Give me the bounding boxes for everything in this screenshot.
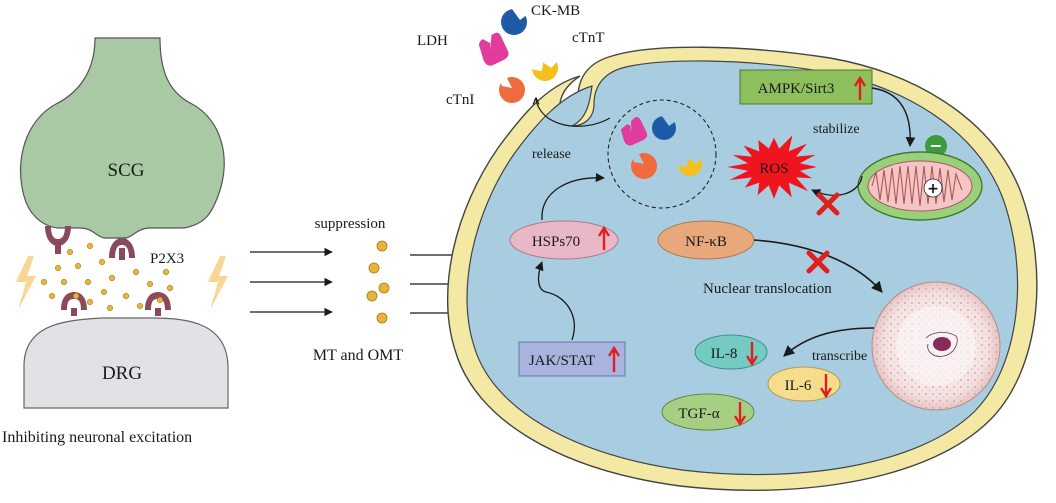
vesicle-dot: [100, 288, 108, 296]
drug-label: MT and OMT: [313, 347, 404, 364]
vesicle-dot: [156, 296, 164, 304]
ampk-sirt3-label: AMPK/Sirt3: [758, 81, 835, 97]
jakstat-box: JAK/STAT: [518, 341, 626, 377]
vesicle-dot: [146, 280, 154, 288]
nucleolus: [933, 337, 951, 351]
hsps70-node: HSPs70: [509, 220, 619, 260]
vesicle-dot: [54, 264, 62, 272]
vesicle-dot: [66, 248, 74, 256]
vesicle-dot: [74, 262, 82, 270]
mitochondrion: +: [857, 151, 983, 221]
ampk-sirt3-box: AMPK/Sirt3: [739, 69, 873, 105]
il8-node: IL-8: [694, 334, 768, 370]
svg-text:+: +: [927, 181, 939, 197]
ctni-enzyme-icon: [498, 76, 525, 103]
inhibit-minus-icon: −: [925, 135, 947, 157]
synaptic-vesicles: [40, 242, 174, 312]
vesicle-dot: [162, 268, 170, 276]
p2x3-receptor-upper-left: [45, 226, 71, 254]
block-x-icon-ros: [816, 192, 840, 216]
suppression-label: suppression: [315, 216, 386, 232]
p2x3-receptor-lower-left: [61, 292, 87, 316]
ldh-label: LDH: [417, 33, 448, 49]
middle-panel: suppression MT and OMT: [250, 216, 493, 364]
il6-down-arrow-icon: [819, 374, 833, 399]
drug-particles: [366, 240, 390, 324]
ldh-enzyme-icon: [479, 32, 509, 66]
hsps70-up-arrow-icon: [597, 225, 611, 250]
ckmb-label: CK-MB: [531, 3, 580, 19]
il6-label: IL-6: [785, 378, 812, 394]
drg-label: DRG: [102, 363, 142, 384]
p2x3-receptor-upper-right: [109, 238, 135, 260]
hsps70-label: HSPs70: [532, 234, 580, 250]
svg-text:−: −: [929, 136, 942, 155]
ros-burst: ROS: [727, 135, 817, 199]
mito-plus-icon: +: [923, 178, 943, 198]
nfkb-node: NF-κB: [657, 220, 755, 260]
nfkb-label: NF-κB: [685, 234, 727, 250]
transcribe-arrow: [783, 327, 875, 357]
ampk-up-arrow-icon: [853, 75, 867, 100]
p2x3-receptor-lower-right: [145, 292, 171, 316]
vesicle-dot: [106, 304, 114, 312]
marker-vesicle: [607, 99, 717, 209]
tgfa-down-arrow-icon: [733, 402, 747, 427]
nfkb-to-nucleus-arrow: [753, 239, 883, 293]
vesicle-dot: [122, 292, 130, 300]
ctni-label: cTnI: [446, 92, 474, 108]
synapse-panel: SCG DRG P2X3 Inhibiting neuronal excitat…: [2, 37, 229, 446]
stabilize-arrow: [871, 87, 916, 147]
il6-node: IL-6: [767, 366, 841, 402]
vesicle-dot: [166, 284, 174, 292]
vesicle-dot: [98, 258, 106, 266]
ctnt-label: cTnT: [572, 30, 604, 46]
vesicle-dot: [48, 292, 56, 300]
vesicle-dot: [132, 268, 140, 276]
released-markers: LDH CK-MB cTnT cTnI: [417, 3, 604, 108]
cardiomyocyte-cell: LDH CK-MB cTnT cTnI release: [417, 3, 1038, 491]
nucleus: [871, 281, 1001, 411]
vesicle-dot: [108, 274, 116, 282]
release-label: release: [532, 147, 571, 162]
vesicle-markers: [620, 116, 702, 179]
lightning-bolt-right-icon: [208, 256, 228, 310]
scg-label: SCG: [108, 160, 145, 181]
block-x-icon-nfkb: [806, 250, 830, 274]
il8-down-arrow-icon: [745, 342, 759, 367]
transcribe-label: transcribe: [812, 349, 867, 364]
p2x3-label: P2X3: [150, 251, 184, 267]
ctnt-enzyme-icon: [527, 50, 558, 81]
vesicle-dot: [72, 292, 80, 300]
vesicle-dot: [136, 302, 144, 310]
vesicle-dot: [86, 242, 94, 250]
jakstat-to-hsps70-arrow: [534, 261, 575, 341]
vesicle-dot: [40, 278, 48, 286]
vesicle-dot: [84, 278, 92, 286]
jakstat-up-arrow-icon: [607, 345, 621, 372]
lightning-bolt-left-icon: [16, 256, 36, 310]
drg-neuron: [23, 317, 229, 409]
nuclear-translocation-label: Nuclear translocation: [703, 281, 832, 297]
vesicle-dot: [86, 298, 94, 306]
release-arrow: [536, 98, 611, 127]
synapse-caption: Inhibiting neuronal excitation: [2, 429, 192, 446]
tgfa-label: TGF-α: [678, 406, 719, 422]
stabilize-label: stabilize: [813, 122, 860, 137]
il8-label: IL-8: [711, 346, 738, 362]
vesicle-dot: [60, 278, 68, 286]
jakstat-label: JAK/STAT: [529, 353, 595, 369]
hsps70-to-vesicle-arrow: [541, 173, 605, 221]
ckmb-enzyme-icon: [501, 8, 528, 35]
tgfa-node: TGF-α: [661, 393, 755, 431]
scg-neuron: [20, 37, 225, 239]
ros-label: ROS: [759, 161, 788, 177]
